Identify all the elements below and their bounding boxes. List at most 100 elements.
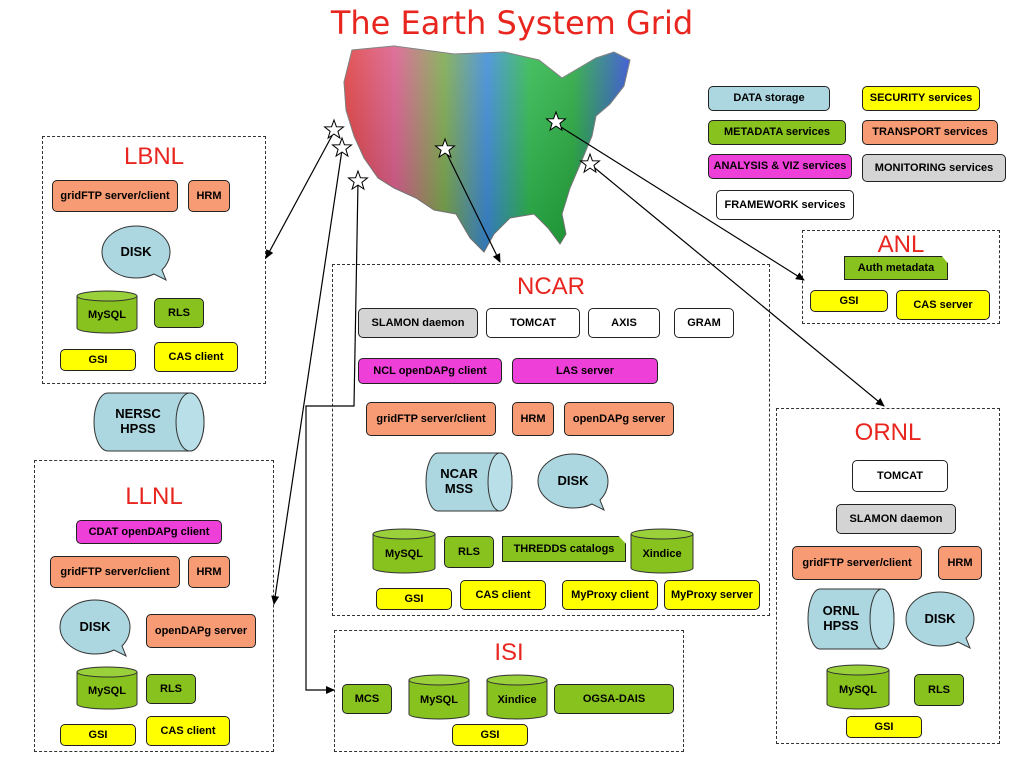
llnl-mysql-icon	[76, 666, 138, 710]
ornl-hrm: HRM	[938, 546, 982, 580]
ncar-myproxy-client: MyProxy client	[562, 580, 658, 610]
ncar-slamon: SLAMON daemon	[358, 308, 478, 338]
ncar-hrm: HRM	[512, 402, 554, 436]
anl-gsi: GSI	[810, 290, 888, 312]
ornl-hpss-line2: HPSS	[823, 618, 859, 633]
ornl-disk-icon	[905, 591, 975, 650]
site-llnl: LLNL	[34, 460, 274, 752]
usa-map-icon	[343, 45, 631, 253]
ncar-xindice-label: Xindice	[642, 547, 682, 560]
lbnl-gridftp: gridFTP server/client	[52, 180, 178, 212]
isi-gsi: GSI	[452, 724, 528, 746]
ornl-gridftp: gridFTP server/client	[792, 546, 922, 580]
nersc-label-line2: HPSS	[120, 421, 156, 436]
llnl-disk-label: DISK	[79, 618, 111, 634]
arrow-icon	[271, 149, 343, 605]
nersc-hpss-label: NERSC HPSS	[94, 400, 182, 444]
star-icon	[347, 169, 369, 191]
star-icon	[579, 152, 601, 174]
site-title-llnl: LLNL	[125, 483, 183, 510]
ncar-myproxy-server: MyProxy server	[664, 580, 760, 610]
isi-xindice-icon	[486, 674, 548, 720]
legend-security: SECURITY services	[862, 86, 980, 111]
ncar-mss-icon	[425, 452, 513, 512]
lbnl-mysql-icon	[76, 290, 138, 334]
ncar-opendap: openDAPg server	[564, 402, 674, 436]
ncar-cas-client: CAS client	[460, 580, 546, 610]
isi-mcs: MCS	[342, 684, 392, 714]
ornl-gsi: GSI	[846, 716, 922, 738]
ncar-ncl-client: NCL openDAPg client	[358, 358, 502, 384]
ncar-disk-label: DISK	[557, 472, 589, 488]
ornl-tomcat: TOMCAT	[852, 460, 948, 492]
arrow-icon	[265, 131, 335, 259]
legend-transport: TRANSPORT services	[862, 120, 998, 145]
ncar-xindice-icon	[630, 528, 694, 574]
legend-metadata: METADATA services	[708, 120, 846, 145]
lbnl-rls: RLS	[154, 298, 204, 328]
lbnl-disk-label: DISK	[120, 243, 152, 259]
site-title-anl: ANL	[877, 231, 925, 258]
lbnl-hrm: HRM	[188, 180, 230, 212]
page-title: The Earth System Grid	[330, 4, 694, 42]
site-ornl: ORNL	[776, 408, 1000, 744]
ncar-thredds: THREDDS catalogs	[502, 536, 626, 562]
ncar-tomcat: TOMCAT	[486, 308, 580, 338]
ncar-mss-line1: NCAR	[440, 466, 478, 482]
ornl-slamon: SLAMON daemon	[836, 504, 956, 534]
ncar-gram: GRAM	[674, 308, 734, 338]
ncar-disk-icon	[537, 453, 609, 512]
site-stars	[323, 110, 601, 191]
ncar-axis: AXIS	[588, 308, 660, 338]
isi-mysql-label: MySQL	[420, 693, 458, 706]
ncar-mysql-label: MySQL	[385, 547, 423, 560]
site-title-isi: ISI	[494, 639, 524, 666]
ornl-mysql-icon	[826, 664, 890, 710]
isi-mysql-icon	[408, 674, 470, 720]
lbnl-gsi: GSI	[60, 349, 136, 371]
lbnl-disk-icon	[101, 225, 171, 282]
nersc-label-line1: NERSC	[115, 406, 161, 422]
ornl-mysql-label: MySQL	[839, 683, 877, 696]
llnl-cas-client: CAS client	[146, 716, 230, 746]
llnl-mysql-label: MySQL	[88, 684, 126, 697]
llnl-rls: RLS	[146, 674, 196, 704]
connector-arrows	[265, 123, 885, 694]
ncar-mss-label: NCAR MSS	[426, 460, 492, 504]
ncar-gsi: GSI	[376, 588, 452, 610]
site-title-lbnl: LBNL	[123, 143, 185, 170]
legend-framework: FRAMEWORK services	[716, 190, 854, 220]
isi-xindice-label: Xindice	[497, 693, 537, 706]
legend-data-storage: DATA storage	[708, 86, 830, 111]
site-title-ncar: NCAR	[516, 273, 585, 300]
site-lbnl: LBNL	[42, 136, 266, 384]
ornl-hpss-icon	[807, 588, 895, 650]
star-icon	[545, 110, 567, 132]
anl-cas-server: CAS server	[896, 290, 990, 320]
llnl-hrm: HRM	[188, 556, 230, 588]
legend-analysis: ANALYSIS & VIZ services	[708, 154, 852, 179]
ncar-las-server: LAS server	[512, 358, 658, 384]
ornl-hpss-line1: ORNL	[822, 603, 860, 619]
isi-ogsa-dais: OGSA-DAIS	[554, 684, 674, 714]
llnl-opendap: openDAPg server	[146, 614, 256, 648]
site-title-ornl: ORNL	[854, 419, 922, 446]
arrow-icon	[589, 163, 885, 407]
arrow-icon	[444, 149, 501, 263]
site-ncar: NCAR	[332, 264, 770, 616]
llnl-disk-icon	[59, 599, 131, 658]
site-anl: ANL	[802, 230, 1000, 324]
star-icon	[323, 118, 345, 140]
arrow-icon	[555, 123, 805, 281]
ncar-mss-line2: MSS	[444, 481, 474, 496]
ncar-mysql-icon	[372, 528, 436, 574]
llnl-cdat: CDAT openDAPg client	[76, 520, 222, 544]
ornl-disk-label: DISK	[924, 610, 956, 626]
lbnl-mysql-label: MySQL	[88, 308, 126, 321]
site-isi: ISI	[334, 630, 684, 752]
llnl-gsi: GSI	[60, 724, 136, 746]
llnl-gridftp: gridFTP server/client	[50, 556, 180, 588]
anl-auth-metadata: Auth metadata	[844, 256, 948, 280]
star-icon	[434, 137, 456, 159]
